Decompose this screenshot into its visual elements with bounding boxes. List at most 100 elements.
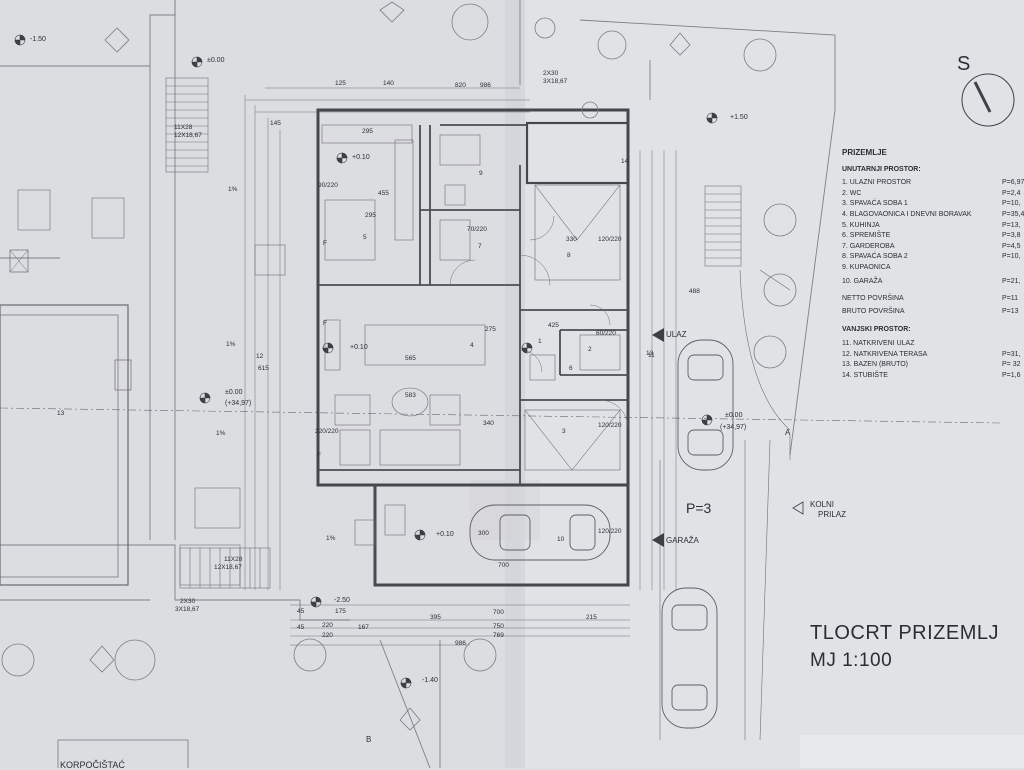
dimension-label: 295 [362,128,373,135]
dimension-label: 750 [493,623,504,630]
building-walls [316,108,630,587]
paper-right-panel [520,0,1024,768]
dimension-label: 583 [405,392,416,399]
dimension-label: 45 [297,624,305,631]
driveway-label-1: KOLNI [810,500,835,509]
interior-walls [318,124,628,585]
legend-interior-heading: UNUTARNJI PROSTOR: [842,165,921,173]
room-number: 8 [567,252,571,259]
plot-boundary [0,0,836,768]
level-label: -2.50 [334,597,350,604]
dimension-label: 167 [358,624,369,631]
room-number: 6 [569,365,573,372]
dimension-label: 140 [383,80,394,87]
dimension-label: 488 [689,288,700,295]
door-label: 70/220 [467,226,487,233]
dimension-label: 220 [322,632,333,639]
slope-label: 1% [326,535,336,542]
room-number: 9 [479,170,483,177]
door-label: 60/220 [596,330,616,337]
title-block: TLOCRT PRIZEMLJ MJ 1:100 [810,622,999,672]
room-number: 1 [538,338,542,345]
dimension-label: 275 [485,326,496,333]
dimension-label: 615 [258,365,269,372]
slope-label: 1% [226,341,236,348]
garage-label: GARAŽA [666,536,699,545]
dimension-label: 700 [498,562,509,569]
dimension-label: 986 [480,82,491,89]
landscape-trees [1,1,797,731]
dimension-label: 820 [455,82,466,89]
stair-label: 11X28 [174,124,193,131]
room-number: 7 [478,243,482,250]
stair-label: 11X28 [224,556,243,563]
legend-row: 13. BAZEN (BRUTO)P= 32 [842,361,1021,369]
dimension-label: 769 [493,632,504,639]
room-number: 12 [256,353,264,360]
level-label: +0.10 [436,531,454,538]
dimension-label: 175 [335,608,346,615]
room-number: 10 [557,536,565,543]
door-label: 120/220 [598,422,622,429]
dimension-label: 425 [548,322,559,329]
dimension-label: 395 [430,614,441,621]
driveway [659,269,791,741]
drawing-title: TLOCRT PRIZEMLJ [810,622,1000,644]
level-label: (+34,97) [720,424,747,431]
dimension-label: 125 [335,80,346,87]
door-label: 90/220 [318,182,338,189]
fridge-marker: F [323,320,327,327]
legend-heading: PRIZEMLJE [842,148,887,157]
door-label: 220/220 [315,428,339,435]
section-marker: A [785,428,791,437]
slope-label: 1% [228,186,238,193]
room-number: 4 [470,342,474,349]
room-number: 14 [621,158,629,165]
fridge-marker: F [323,240,327,247]
stairs-left [165,77,209,173]
legend-row: 9. KUPAONICA [842,263,891,271]
pool [0,249,1001,586]
level-markers [14,34,718,689]
entry-arrows [652,328,804,547]
dimension-lines [244,87,677,646]
stair-label: 12X18,67 [214,564,242,571]
level-label: (+34,97) [225,400,252,407]
stairs-right [704,185,742,267]
paper-bottom-strip [800,735,1024,768]
dimension-label: 295 [365,212,376,219]
level-label: ±0.00 [725,412,743,419]
room-area-legend: PRIZEMLJE UNUTARNJI PROSTOR: 1. ULAZNI P… [842,148,1024,381]
door-swings [449,215,629,429]
slope-label: 1% [216,430,226,437]
level-label: ±0.00 [207,57,225,64]
stair-label: 2X30 [543,70,559,77]
room-number: 3 [562,428,566,435]
level-label: +0.10 [352,154,370,161]
room-number: 2 [588,346,592,353]
stairs-bottom [179,547,271,589]
dimension-label: 45 [297,608,305,615]
entry-label: ULAZ [666,330,687,339]
door-label: 120/220 [598,236,622,243]
room-number: 11 [648,352,655,359]
dimension-label: 565 [405,355,416,362]
bottom-left-label: KORPOČIŠTAĆ [60,760,125,770]
dimension-label: 455 [378,190,389,197]
north-arrow [961,73,1015,127]
stair-label: 2X30 [180,598,196,605]
stair-label: 12X18,67 [174,132,202,139]
room-number: 5 [363,234,367,241]
room-number: 13 [646,350,654,357]
legend-exterior-heading: VANJSKI PROSTOR: [842,326,911,334]
dimension-label: 220 [322,622,333,629]
dimension-label: 300 [478,530,489,537]
